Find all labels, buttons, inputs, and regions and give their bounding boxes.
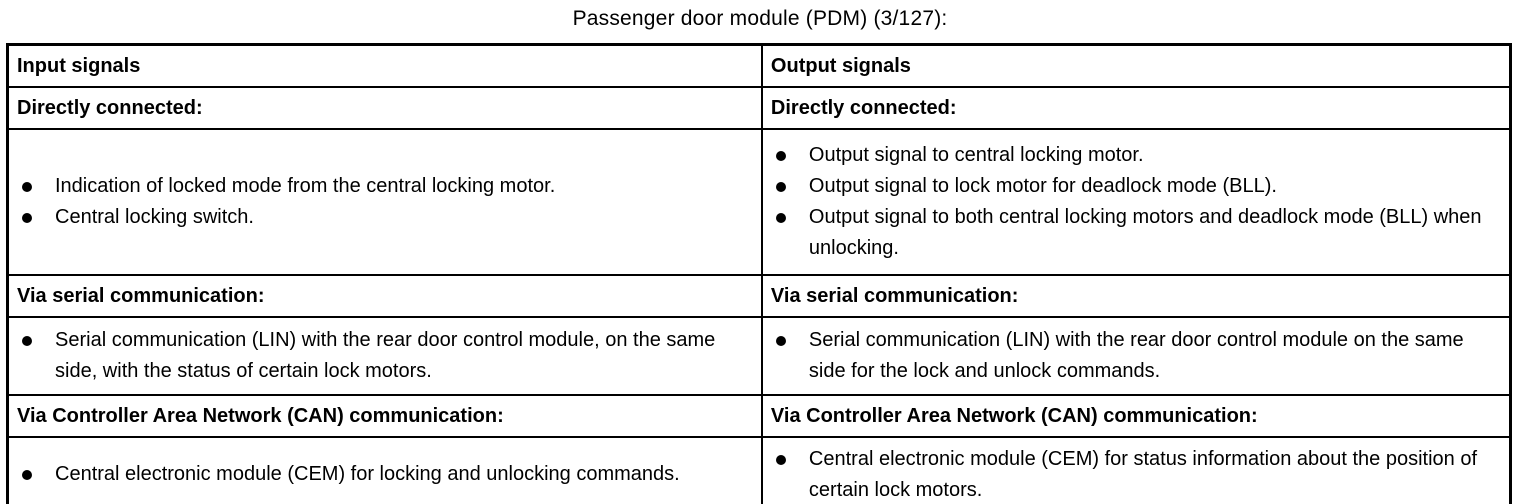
column-header-input-signals: Input signals bbox=[6, 43, 763, 88]
cell-input-serial: Serial communication (LIN) with the rear… bbox=[6, 316, 763, 396]
list-item: Central locking switch. bbox=[17, 202, 753, 233]
bullet-icon bbox=[22, 182, 32, 192]
table-header-row: Input signals Output signals bbox=[6, 43, 1512, 88]
section-heading-input-serial: Via serial communication: bbox=[6, 274, 763, 318]
section-items-row-serial: Serial communication (LIN) with the rear… bbox=[6, 316, 1512, 396]
list-item-text: Output signal to central locking motor. bbox=[808, 144, 1144, 166]
cell-output-directly-connected: Output signal to central locking motor. … bbox=[760, 128, 1512, 276]
list-item-text: Serial communication (LIN) with the rear… bbox=[55, 329, 716, 382]
bullet-icon bbox=[775, 151, 786, 161]
page-title: Passenger door module (PDM) (3/127): bbox=[572, 7, 948, 30]
list-item: Serial communication (LIN) with the rear… bbox=[17, 325, 753, 387]
cell-output-serial: Serial communication (LIN) with the rear… bbox=[760, 316, 1512, 396]
list-item-text: Indication of locked mode from the centr… bbox=[55, 175, 556, 197]
cell-input-directly-connected: Indication of locked mode from the centr… bbox=[6, 128, 763, 276]
cell-output-can: Central electronic module (CEM) for stat… bbox=[760, 436, 1512, 504]
bullet-icon bbox=[775, 454, 786, 465]
list-item: Output signal to lock motor for deadlock… bbox=[771, 171, 1501, 202]
list-item: Output signal to both central locking mo… bbox=[771, 202, 1501, 264]
section-heading-output-directly-connected: Directly connected: bbox=[760, 86, 1512, 130]
list-item: Indication of locked mode from the centr… bbox=[17, 171, 753, 202]
section-heading-row-can: Via Controller Area Network (CAN) commun… bbox=[6, 394, 1512, 438]
list-item-text: Central electronic module (CEM) for stat… bbox=[808, 447, 1478, 501]
output-directly-connected-list: Output signal to central locking motor. … bbox=[771, 140, 1501, 264]
list-item: Serial communication (LIN) with the rear… bbox=[771, 325, 1501, 387]
section-heading-output-serial: Via serial communication: bbox=[760, 274, 1512, 318]
section-items-row-directly-connected: Indication of locked mode from the centr… bbox=[6, 128, 1512, 276]
section-heading-input-directly-connected: Directly connected: bbox=[6, 86, 763, 130]
input-directly-connected-list: Indication of locked mode from the centr… bbox=[17, 171, 753, 233]
section-heading-input-can: Via Controller Area Network (CAN) commun… bbox=[6, 394, 763, 438]
output-can-list: Central electronic module (CEM) for stat… bbox=[771, 444, 1501, 504]
section-heading-output-can: Via Controller Area Network (CAN) commun… bbox=[760, 394, 1512, 438]
bullet-icon bbox=[775, 182, 786, 192]
list-item: Central electronic module (CEM) for stat… bbox=[771, 444, 1501, 504]
list-item-text: Central electronic module (CEM) for lock… bbox=[55, 463, 680, 485]
signals-table: Input signals Output signals Directly co… bbox=[6, 43, 1512, 504]
list-item-text: Output signal to both central locking mo… bbox=[808, 206, 1482, 259]
cell-input-can: Central electronic module (CEM) for lock… bbox=[6, 436, 763, 504]
list-item-text: Output signal to lock motor for deadlock… bbox=[808, 175, 1277, 197]
list-item-text: Serial communication (LIN) with the rear… bbox=[808, 329, 1464, 382]
list-item: Output signal to central locking motor. bbox=[771, 140, 1501, 171]
column-header-output-signals: Output signals bbox=[760, 43, 1512, 88]
section-heading-row-directly-connected: Directly connected: Directly connected: bbox=[6, 86, 1512, 130]
bullet-icon bbox=[775, 213, 786, 223]
bullet-icon bbox=[22, 336, 32, 346]
input-can-list: Central electronic module (CEM) for lock… bbox=[17, 459, 753, 490]
list-item: Central electronic module (CEM) for lock… bbox=[17, 459, 753, 490]
bullet-icon bbox=[22, 213, 32, 223]
bullet-icon bbox=[22, 470, 32, 480]
list-item-text: Central locking switch. bbox=[55, 206, 254, 228]
input-serial-list: Serial communication (LIN) with the rear… bbox=[17, 325, 753, 387]
output-serial-list: Serial communication (LIN) with the rear… bbox=[771, 325, 1501, 387]
section-items-row-can: Central electronic module (CEM) for lock… bbox=[6, 436, 1512, 504]
section-heading-row-serial: Via serial communication: Via serial com… bbox=[6, 274, 1512, 318]
bullet-icon bbox=[775, 336, 786, 346]
